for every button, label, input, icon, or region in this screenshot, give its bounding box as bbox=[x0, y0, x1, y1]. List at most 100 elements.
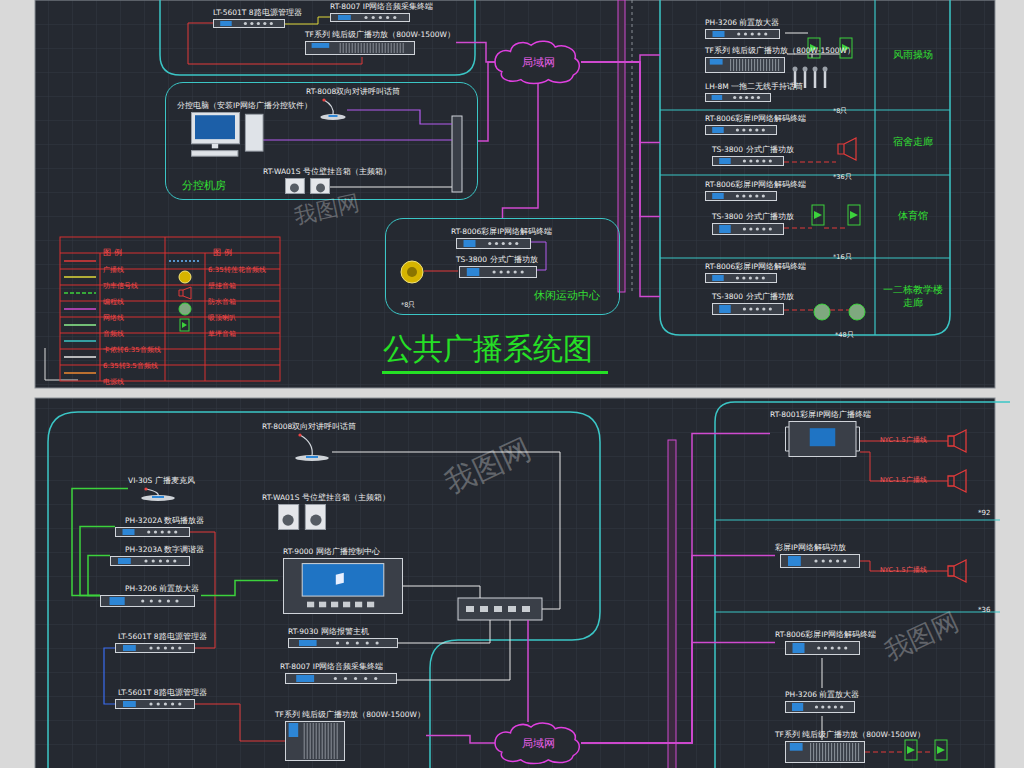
icon-part bbox=[778, 59, 779, 71]
icon-part bbox=[464, 240, 476, 247]
icon-part bbox=[769, 307, 772, 310]
icon-part bbox=[754, 59, 755, 71]
decor-rect bbox=[458, 598, 542, 620]
icon-part bbox=[336, 641, 339, 644]
icon-part bbox=[786, 702, 855, 713]
icon-part bbox=[344, 677, 347, 680]
device-label: RT-8007 IP网络音频采集终端 bbox=[330, 2, 433, 11]
callout-text: NYC-1.5广播线 bbox=[880, 566, 927, 574]
icon-part bbox=[493, 270, 496, 273]
icon-part bbox=[286, 674, 397, 684]
icon-part bbox=[304, 723, 305, 759]
decor-circle bbox=[407, 267, 417, 277]
legend-sample-part bbox=[182, 322, 187, 328]
watermark: 我图网 bbox=[440, 431, 536, 501]
icon-part bbox=[739, 59, 740, 71]
decor-rect bbox=[848, 205, 860, 225]
label-holder: *48只 bbox=[835, 322, 854, 341]
icon-part bbox=[742, 276, 745, 279]
icon-part bbox=[382, 43, 383, 53]
icon-part bbox=[289, 639, 398, 648]
icon-part bbox=[310, 514, 321, 525]
device-label: VI-30S 广播麦克风 bbox=[128, 476, 195, 485]
icon-part bbox=[858, 743, 859, 761]
connector bbox=[201, 581, 278, 596]
icon-part bbox=[810, 428, 836, 446]
device-node: RT-8007 IP网络音频采集终端 bbox=[280, 662, 398, 684]
icon-part bbox=[118, 558, 131, 564]
decor-path bbox=[398, 620, 490, 643]
connector bbox=[80, 527, 115, 596]
device-icon bbox=[115, 527, 190, 537]
icon-part bbox=[299, 640, 317, 646]
icon-part bbox=[370, 43, 371, 53]
device-label-holder: RT-8006彩屏IP网络解码终端 bbox=[451, 227, 552, 236]
icon-part bbox=[719, 225, 731, 233]
icon-part bbox=[374, 677, 377, 680]
device-label: LT-5601T 8路电源管理器 bbox=[118, 632, 207, 641]
icon-part bbox=[831, 646, 834, 649]
device-label: TS-3800 分式广播功放 bbox=[712, 145, 794, 154]
connector bbox=[581, 62, 660, 217]
icon-part bbox=[313, 723, 314, 759]
icon-part bbox=[757, 59, 758, 71]
icon-part bbox=[706, 274, 777, 283]
callout-text: 图 例 bbox=[213, 248, 232, 257]
icon-part bbox=[316, 183, 325, 192]
decor-path bbox=[784, 228, 848, 229]
decor-path bbox=[632, 0, 633, 292]
decor-path bbox=[195, 704, 285, 741]
icon-part bbox=[736, 128, 739, 131]
icon-part bbox=[376, 43, 377, 53]
region-box: 休闲运动中心RT-8006彩屏IP网络解码终端TS-3800 分式广播功放 bbox=[385, 218, 620, 315]
icon-part bbox=[460, 267, 537, 278]
icon-part bbox=[245, 114, 263, 151]
icon-part bbox=[828, 705, 831, 708]
icon-part bbox=[775, 59, 776, 71]
device-label-holder: LT-5601T 8路电源管理器 bbox=[213, 8, 302, 17]
icon-part bbox=[149, 702, 152, 705]
icon-part bbox=[755, 128, 758, 131]
icon-part bbox=[166, 559, 169, 562]
icon-part bbox=[828, 743, 829, 761]
icon-part bbox=[789, 422, 856, 457]
device-icon bbox=[456, 238, 531, 249]
icon-part bbox=[749, 159, 752, 162]
cloud-label: 局域网 bbox=[522, 736, 555, 751]
icon-part bbox=[250, 22, 253, 25]
icon-part bbox=[346, 43, 347, 53]
icon-part bbox=[736, 276, 739, 279]
icon-part bbox=[358, 43, 359, 53]
device-node: PH-3206 前置放大器 bbox=[100, 584, 201, 607]
legend-row: 6.35转莲花音频线 bbox=[208, 257, 266, 276]
callout-text: *36 bbox=[978, 606, 990, 614]
device-node: LT-5601T 8路电源管理器 bbox=[115, 632, 208, 653]
icon-part bbox=[355, 602, 362, 608]
icon-part bbox=[793, 643, 805, 653]
icon-part bbox=[192, 113, 240, 144]
device-label: TF系列 纯后级广播功放（800W-1500W） bbox=[305, 30, 455, 39]
icon-part bbox=[244, 22, 247, 25]
icon-part bbox=[749, 128, 752, 131]
icon-part bbox=[307, 723, 308, 759]
icon-part bbox=[324, 100, 333, 115]
icon-part bbox=[757, 32, 760, 35]
icon-part bbox=[391, 43, 392, 53]
legend-text: 音频线 bbox=[103, 330, 124, 338]
decor-path bbox=[48, 412, 600, 768]
icon-part bbox=[766, 59, 767, 71]
icon-part bbox=[712, 275, 724, 281]
decor-path bbox=[937, 746, 945, 754]
icon-part bbox=[334, 723, 335, 759]
icon-part bbox=[306, 42, 415, 55]
icon-part bbox=[755, 276, 758, 279]
device-node: LH-8M 一拖二无线手持话筒 bbox=[705, 82, 805, 102]
network-cloud: 局域网 bbox=[495, 722, 581, 764]
device-icon bbox=[705, 273, 777, 283]
zone-band: 一二栋教学楼走廊RT-8006彩屏IP网络解码终端TS-3800 分式广播功放 bbox=[660, 258, 950, 335]
icon-part bbox=[500, 270, 503, 273]
device-node: RT-8001彩屏IP网络广播终端 bbox=[770, 410, 873, 457]
device-node: RT-WA01S 号位壁挂音箱（主频箱） bbox=[263, 167, 392, 194]
decor-rect bbox=[812, 205, 824, 225]
icon-part bbox=[123, 529, 135, 535]
